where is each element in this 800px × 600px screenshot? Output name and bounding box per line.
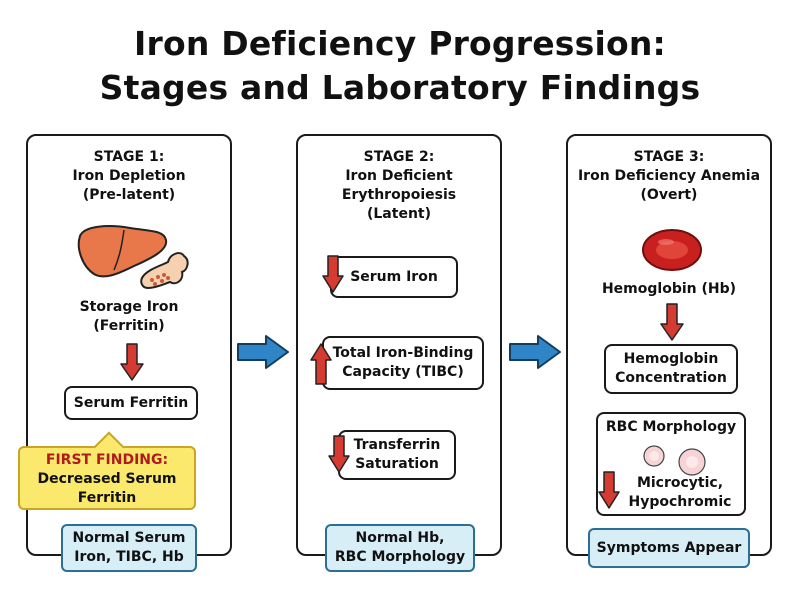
stage-1-footer: Normal Serum Iron, TIBC, Hb bbox=[61, 524, 197, 572]
stage-2-subtitle: (Latent) bbox=[366, 206, 431, 222]
liver-icon bbox=[77, 225, 168, 278]
stage-2-footer-line-1: Normal Hb, bbox=[355, 530, 445, 546]
callout-line-1: Decreased Serum bbox=[37, 471, 177, 487]
stage-3-panel: STAGE 3: Iron Deficiency Anemia (Overt) … bbox=[566, 134, 772, 568]
stage-2-panel: STAGE 2: Iron Deficient Erythropoiesis (… bbox=[296, 134, 502, 572]
stage-1-subtitle: (Pre-latent) bbox=[82, 187, 176, 203]
stage-2-name-line-1: Iron Deficient bbox=[345, 168, 453, 184]
tibc-line-1: Total Iron-Binding bbox=[332, 345, 474, 361]
stage-1-footer-line-1: Normal Serum bbox=[72, 530, 186, 546]
flow-arrow-icon bbox=[237, 335, 289, 369]
down-arrow-icon bbox=[328, 435, 350, 473]
storage-iron-label: Storage Iron bbox=[79, 299, 179, 315]
stage-2-label: STAGE 2: bbox=[363, 149, 435, 165]
transferrin-saturation-box: Transferrin Saturation bbox=[338, 430, 456, 480]
red-blood-cell-icon bbox=[642, 229, 702, 271]
stage-1-label: STAGE 1: bbox=[93, 149, 165, 165]
hb-box-line-1: Hemoglobin bbox=[623, 351, 719, 367]
microcytic-cell-icon bbox=[643, 445, 665, 467]
page-title-line-1: Iron Deficiency Progression: bbox=[134, 24, 666, 63]
callout-line-2: Ferritin bbox=[77, 490, 137, 506]
callout-title: FIRST FINDING: bbox=[45, 452, 169, 468]
transferrin-line-2: Saturation bbox=[355, 456, 439, 472]
storage-iron-sublabel: (Ferritin) bbox=[93, 318, 165, 334]
up-arrow-icon bbox=[310, 343, 332, 385]
stage-1-footer-line-2: Iron, TIBC, Hb bbox=[74, 549, 184, 565]
page-title-line-2: Stages and Laboratory Findings bbox=[99, 68, 701, 107]
stage-1-name: Iron Depletion bbox=[72, 168, 186, 184]
down-arrow-icon bbox=[598, 471, 620, 509]
serum-iron-box: Serum Iron bbox=[330, 256, 458, 298]
morphology-line-2: Hypochromic bbox=[628, 494, 732, 510]
morphology-line-1: Microcytic, bbox=[636, 475, 724, 491]
tibc-box: Total Iron-Binding Capacity (TIBC) bbox=[322, 336, 484, 390]
stage-2-name-line-2: Erythropoiesis bbox=[341, 187, 457, 203]
rbc-morphology-box: RBC Morphology Microcytic, Hypochromic bbox=[596, 412, 746, 516]
microcytic-cell-icon bbox=[678, 448, 706, 476]
stage-3-footer: Symptoms Appear bbox=[588, 528, 750, 568]
stage-3-label: STAGE 3: bbox=[633, 149, 705, 165]
down-arrow-icon bbox=[120, 343, 144, 381]
down-arrow-icon bbox=[660, 303, 684, 341]
stage-3-name: Iron Deficiency Anemia bbox=[577, 168, 761, 184]
hemoglobin-concentration-box: Hemoglobin Concentration bbox=[604, 344, 738, 394]
hb-box-line-2: Concentration bbox=[615, 370, 727, 386]
stage-2-footer-line-2: RBC Morphology bbox=[334, 549, 466, 565]
hemoglobin-label: Hemoglobin (Hb) bbox=[601, 281, 737, 297]
morphology-title: RBC Morphology bbox=[605, 419, 737, 435]
down-arrow-icon bbox=[322, 255, 344, 293]
serum-ferritin-box: Serum Ferritin bbox=[64, 386, 198, 420]
stage-2-footer: Normal Hb, RBC Morphology bbox=[325, 524, 475, 572]
flow-arrow-icon bbox=[509, 335, 561, 369]
first-finding-callout: FIRST FINDING: Decreased Serum Ferritin bbox=[18, 431, 196, 510]
transferrin-line-1: Transferrin bbox=[353, 437, 441, 453]
tibc-line-2: Capacity (TIBC) bbox=[342, 364, 464, 380]
bone-marrow-icon bbox=[140, 252, 189, 290]
stage-3-subtitle: (Overt) bbox=[640, 187, 698, 203]
